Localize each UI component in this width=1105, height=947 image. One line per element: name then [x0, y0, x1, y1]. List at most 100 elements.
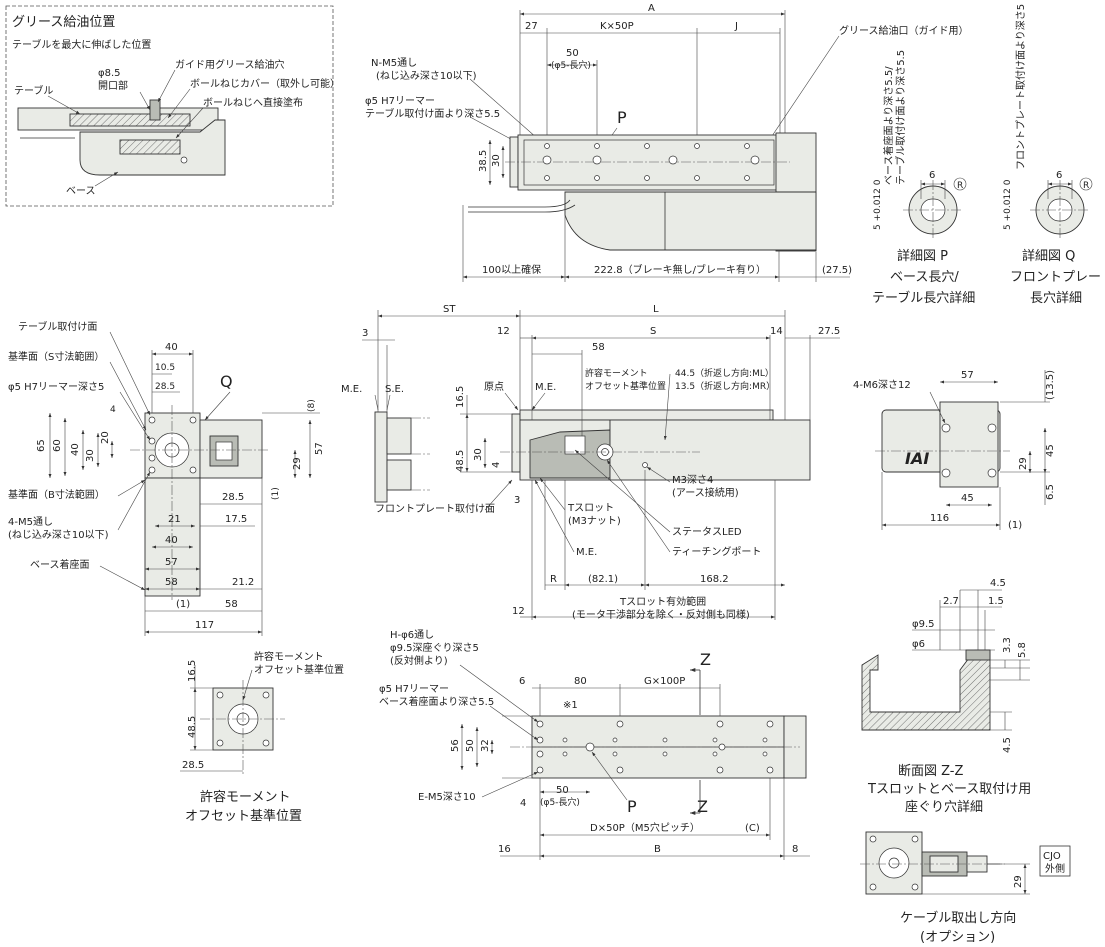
label-tslot-range: Tスロット有効範囲	[619, 595, 706, 608]
iai-logo: IAI	[905, 449, 929, 468]
label-guide-grease-hole: ガイド用グリース給油穴	[175, 58, 285, 71]
label-moment-1: 許容モーメント	[254, 650, 324, 663]
dim-bottom-C: (C)	[745, 823, 760, 834]
label-origin: 原点	[484, 381, 504, 393]
dim-side-3: 3	[362, 328, 368, 339]
dim-front-21: 21	[168, 514, 181, 525]
dim-slot: (φ5-長穴)	[551, 59, 591, 71]
dim-side-12b: 12	[512, 606, 525, 617]
dim-sec-95: φ9.5	[912, 619, 935, 630]
bottom-view: H-φ6通し φ9.5深座ぐり深さ5 (反対側より) φ5 H7リーマー ベース…	[379, 629, 810, 860]
dim-moment-165: 16.5	[187, 660, 198, 682]
label-direct-apply: ボールねじへ直接塗布	[203, 96, 303, 109]
dim-right-65: 6.5	[1045, 484, 1056, 500]
dim-bottom-32: 32	[480, 739, 491, 752]
label-ME3: M.E.	[576, 547, 597, 558]
grease-title: グリース給油位置	[12, 15, 115, 30]
dim-side-4: 4	[491, 462, 502, 468]
dim-side-R: R	[550, 574, 557, 585]
label-moment-side2: オフセット基準位置	[585, 380, 666, 392]
label-Z-bottom: Z	[697, 797, 708, 816]
label-4-m5: 4-M5通し	[8, 516, 53, 528]
label-opening-dia: φ8.5	[98, 68, 121, 79]
dim-sec-58: 5.8	[1017, 642, 1028, 658]
detail-p-sub1: ベース長穴/	[890, 270, 959, 285]
dim-bottom-56: 56	[450, 739, 461, 752]
dim-bottom-g100p: G×100P	[644, 676, 685, 687]
dim-bottom-80: 80	[574, 676, 587, 687]
dim-side-275: 27.5	[818, 326, 840, 337]
label-bottom-reamer: φ5 H7リーマー	[379, 684, 449, 695]
dim-side-1682: 168.2	[700, 574, 729, 585]
dim-front-20: 20	[100, 431, 111, 444]
dim-front-1: (1)	[271, 487, 281, 500]
moment-title-1: 許容モーメント	[200, 789, 290, 805]
label-h-phi6: H-φ6通し	[390, 629, 434, 641]
dim-front-8: (8)	[307, 399, 317, 412]
dim-front-40v: 40	[70, 443, 81, 456]
dim-front-57: 57	[165, 557, 178, 568]
detail-q-radius: R	[1083, 181, 1089, 191]
dim-right-29: 29	[1018, 457, 1029, 470]
label-base: ベース	[66, 185, 96, 197]
dim-side-485: 48.5	[455, 450, 466, 472]
section-zz: 4.5 2.7 1.5 φ9.5 φ6 3.3 5.8 4.5 断面図 Z-Z …	[861, 578, 1031, 815]
label-note1: ※1	[563, 700, 578, 711]
detail-q: 6 R 5 +0.012 0 フロントプレート取付け面より深さ5 詳細図 Q フ…	[1003, 4, 1105, 306]
label-opening: 開口部	[98, 79, 128, 92]
dim-J: J	[734, 21, 738, 32]
label-status-led: ステータスLED	[672, 526, 742, 538]
dim-sec-15: 1.5	[988, 596, 1004, 607]
dim-bottom-16: 16	[498, 844, 511, 855]
dim-bottom-pitch: D×50P（M5穴ピッチ）	[590, 821, 700, 834]
label-Z-top: Z	[700, 650, 711, 669]
dim-2228: 222.8（ブレーキ無し/ブレーキ有り）	[594, 263, 766, 276]
dim-moment-285: 28.5	[182, 760, 204, 771]
dim-50: 50	[566, 48, 579, 59]
label-n-m5: N-M5通し	[371, 57, 417, 69]
cable-option-view: CJO 外側 29 ケーブル取出し方向 (オプション)	[860, 831, 1071, 945]
detail-q-title: 詳細図 Q	[1022, 248, 1075, 264]
dim-sec-6: φ6	[912, 639, 925, 650]
dim-front-60: 60	[52, 439, 63, 452]
label-base-mount: ベース着座面	[30, 558, 90, 571]
dim-front-285: 28.5	[155, 382, 175, 392]
label-4-m5-depth: (ねじ込み深さ10以下)	[8, 529, 109, 541]
dim-front-285b: 28.5	[222, 492, 244, 503]
dim-front-40b: 40	[165, 535, 178, 546]
detail-p-title: 詳細図 P	[897, 248, 948, 264]
dim-right-57: 57	[961, 370, 974, 381]
label-moment-2: オフセット基準位置	[254, 663, 344, 676]
label-reamer-depth: テーブル取付け面より深さ5.5	[365, 107, 500, 120]
dim-front-175: 17.5	[225, 514, 247, 525]
label-ME2: M.E.	[535, 382, 556, 393]
label-bottom-P: P	[627, 797, 637, 816]
top-holes	[542, 143, 760, 181]
label-m3-earth: (アース接続用)	[672, 486, 739, 499]
label-cjo: CJO	[1043, 851, 1061, 862]
dim-right-45: 45	[961, 493, 974, 504]
dim-front-29: 29	[292, 457, 303, 470]
label-n-m5-depth: (ねじ込み深さ10以下)	[376, 70, 477, 82]
dim-bottom-6: 6	[519, 676, 525, 687]
label-mr: 13.5（折返し方向:MR）	[675, 380, 775, 392]
detail-q-tolerance: 5 +0.012 0	[1003, 179, 1013, 230]
dim-right-116: 116	[930, 513, 949, 524]
dim-L: L	[653, 304, 659, 315]
detail-q-sub1: フロントプレート	[1010, 270, 1105, 285]
label-cjo-outside: 外側	[1045, 862, 1065, 875]
dim-side-3b: 3	[514, 495, 520, 506]
dim-385: 38.5	[478, 150, 489, 172]
label-moment-side1: 許容モーメント	[585, 367, 648, 379]
label-P: P	[617, 108, 627, 127]
dim-right-135: (13.5)	[1045, 370, 1056, 400]
dim-275: (27.5)	[822, 265, 852, 276]
section-title: 断面図 Z-Z	[898, 764, 964, 779]
right-end-view: IAI 4-M6深さ12 57 (13.5) 29 45 6.5 45 116 …	[853, 370, 1056, 531]
dim-front-58b: 58	[225, 599, 238, 610]
label-reamer: φ5 H7リーマー	[365, 96, 435, 107]
detail-p: 6 R 5 +0.012 0 ベース着座面より深さ5.5/ テーブル取付け面より…	[872, 50, 975, 306]
detail-p-tolerance: 5 +0.012 0	[873, 179, 883, 230]
dim-front-40: 40	[165, 342, 178, 353]
